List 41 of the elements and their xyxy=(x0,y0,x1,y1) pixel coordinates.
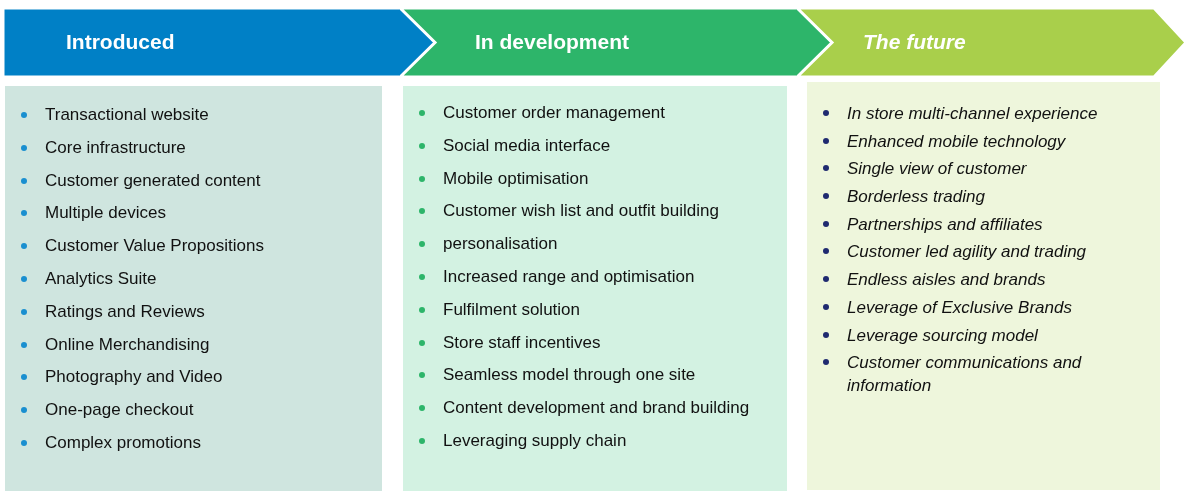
list-item: Transactional website xyxy=(5,104,209,126)
list-item: Increased range and optimisation xyxy=(403,266,695,288)
list-item: Leverage sourcing model xyxy=(807,323,1038,347)
stage-title: The future xyxy=(863,30,966,54)
list-item: personalisation xyxy=(403,233,558,256)
chevron-banner xyxy=(797,8,1186,77)
list-item: Online Merchandising xyxy=(5,333,210,356)
list-item: Partnerships and affiliates xyxy=(807,212,1043,236)
list-panel xyxy=(807,82,1160,490)
list-panel xyxy=(5,86,382,491)
list-item: Photography and Video xyxy=(5,366,223,389)
list-item: Social media interface xyxy=(403,134,611,157)
list-item: Leverage of Exclusive Brands xyxy=(807,295,1072,319)
list-item: Multiple devices xyxy=(5,202,166,225)
list-item: Enhanced mobile technology xyxy=(807,129,1066,153)
list-item: Customer led agility and trading xyxy=(807,240,1087,264)
list-item: Seamless model through one site xyxy=(403,364,696,387)
chevron-banner xyxy=(3,8,436,77)
list-item: Complex promotions xyxy=(5,431,201,454)
list-panel xyxy=(403,86,787,491)
list-item: One-page checkout xyxy=(5,399,194,422)
stage-title: In development xyxy=(475,30,630,54)
list-item: Single view of customer xyxy=(807,157,1027,181)
list-item: In store multi-channel experience xyxy=(807,102,1098,125)
list-item: Borderless trading xyxy=(807,185,985,209)
list-item: Endless aisles and brands xyxy=(807,268,1046,292)
list-item: Customer wish list and outfit building xyxy=(403,200,719,223)
list-item: Core infrastructure xyxy=(5,136,186,159)
list-item: Store staff incentives xyxy=(403,331,601,354)
list-item: Analytics Suite xyxy=(5,268,157,290)
list-item: Customer Value Propositions xyxy=(5,235,264,258)
list-item: Customer communications and information xyxy=(807,351,1137,398)
stage-title: Introduced xyxy=(66,30,175,54)
chevron-banner xyxy=(400,8,833,77)
list-item: Fulfilment solution xyxy=(403,298,580,321)
list-item: Customer order management xyxy=(403,102,666,124)
list-item: Leveraging supply chain xyxy=(403,429,627,452)
list-item: Ratings and Reviews xyxy=(5,300,205,323)
list-item: Mobile optimisation xyxy=(403,167,589,190)
list-item: Customer generated content xyxy=(5,169,261,192)
list-item: Content development and brand building xyxy=(403,397,750,420)
